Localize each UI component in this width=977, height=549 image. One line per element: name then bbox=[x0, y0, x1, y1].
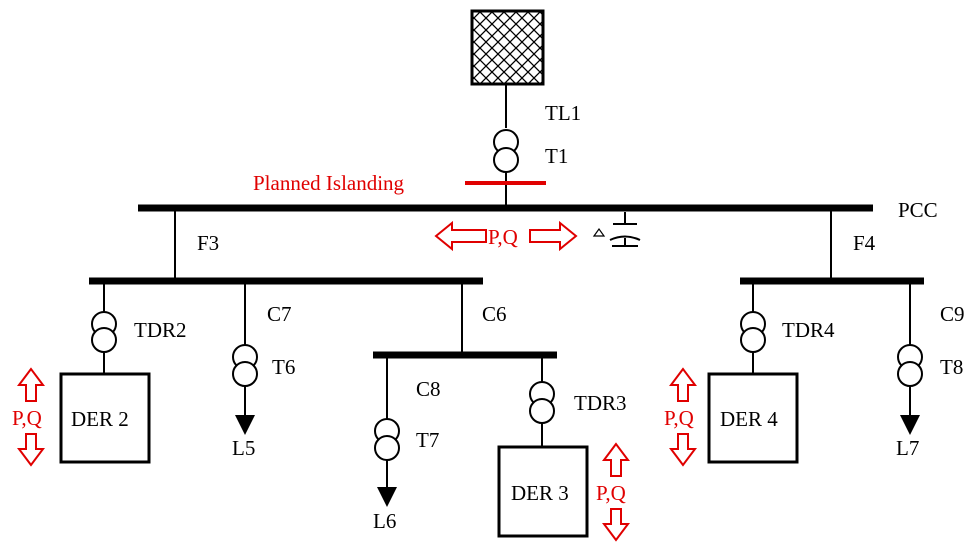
transformer-t8-label: T8 bbox=[940, 355, 963, 379]
der3-box bbox=[497, 445, 589, 538]
transformer-t7-label: T7 bbox=[416, 428, 439, 452]
capacitor-icon bbox=[592, 212, 641, 247]
pq-der2-arrow-icon bbox=[17, 367, 45, 467]
der2-box bbox=[59, 372, 151, 464]
branch-c8-label: C8 bbox=[416, 377, 441, 401]
pq-der4-arrow-icon bbox=[669, 367, 697, 467]
transformer-tdr3-label: TDR3 bbox=[574, 391, 627, 415]
pq-center-arrow-icon bbox=[434, 220, 487, 252]
transformer-tdr4-label: TDR4 bbox=[782, 318, 835, 342]
transformer-t1-icon bbox=[493, 129, 519, 173]
feeder-f4-label: F4 bbox=[853, 231, 876, 255]
islanding-label: Planned Islanding bbox=[253, 171, 405, 195]
pq-center-label: P,Q bbox=[488, 225, 518, 249]
pq-der3-arrow-icon bbox=[602, 442, 630, 542]
transformer-tdr4-icon bbox=[740, 311, 766, 353]
transformer-t7-icon bbox=[374, 418, 400, 461]
transformer-tdr3-icon bbox=[529, 381, 555, 424]
pq-der3-label: P,Q bbox=[596, 481, 626, 505]
pq-der2-label: P,Q bbox=[12, 406, 42, 430]
transformer-t8-icon bbox=[897, 344, 923, 387]
pcc-label: PCC bbox=[898, 198, 938, 222]
grid-source-icon bbox=[470, 9, 545, 86]
der3-label: DER 3 bbox=[511, 481, 569, 505]
transformer-t6-icon bbox=[232, 344, 258, 387]
load-l5-label: L5 bbox=[232, 436, 255, 460]
transformer-t6-label: T6 bbox=[272, 355, 295, 379]
transformer-tdr2-icon bbox=[91, 311, 117, 353]
der2-label: DER 2 bbox=[71, 407, 129, 431]
pq-center-arrow-right-icon bbox=[529, 220, 578, 252]
pq-der4-label: P,Q bbox=[664, 406, 694, 430]
der4-label: DER 4 bbox=[720, 407, 778, 431]
transformer-tdr2-label: TDR2 bbox=[134, 318, 187, 342]
feeder-f3-label: F3 bbox=[197, 231, 219, 255]
grid-source-label: TL1 bbox=[545, 101, 581, 125]
der4-box bbox=[707, 372, 799, 464]
branch-c6-label: C6 bbox=[482, 302, 507, 326]
transformer-t1-label: T1 bbox=[545, 144, 568, 168]
load-l6-label: L6 bbox=[373, 509, 396, 533]
load-l7-label: L7 bbox=[896, 436, 919, 460]
branch-c9-label: C9 bbox=[940, 302, 965, 326]
branch-c7-label: C7 bbox=[267, 302, 292, 326]
